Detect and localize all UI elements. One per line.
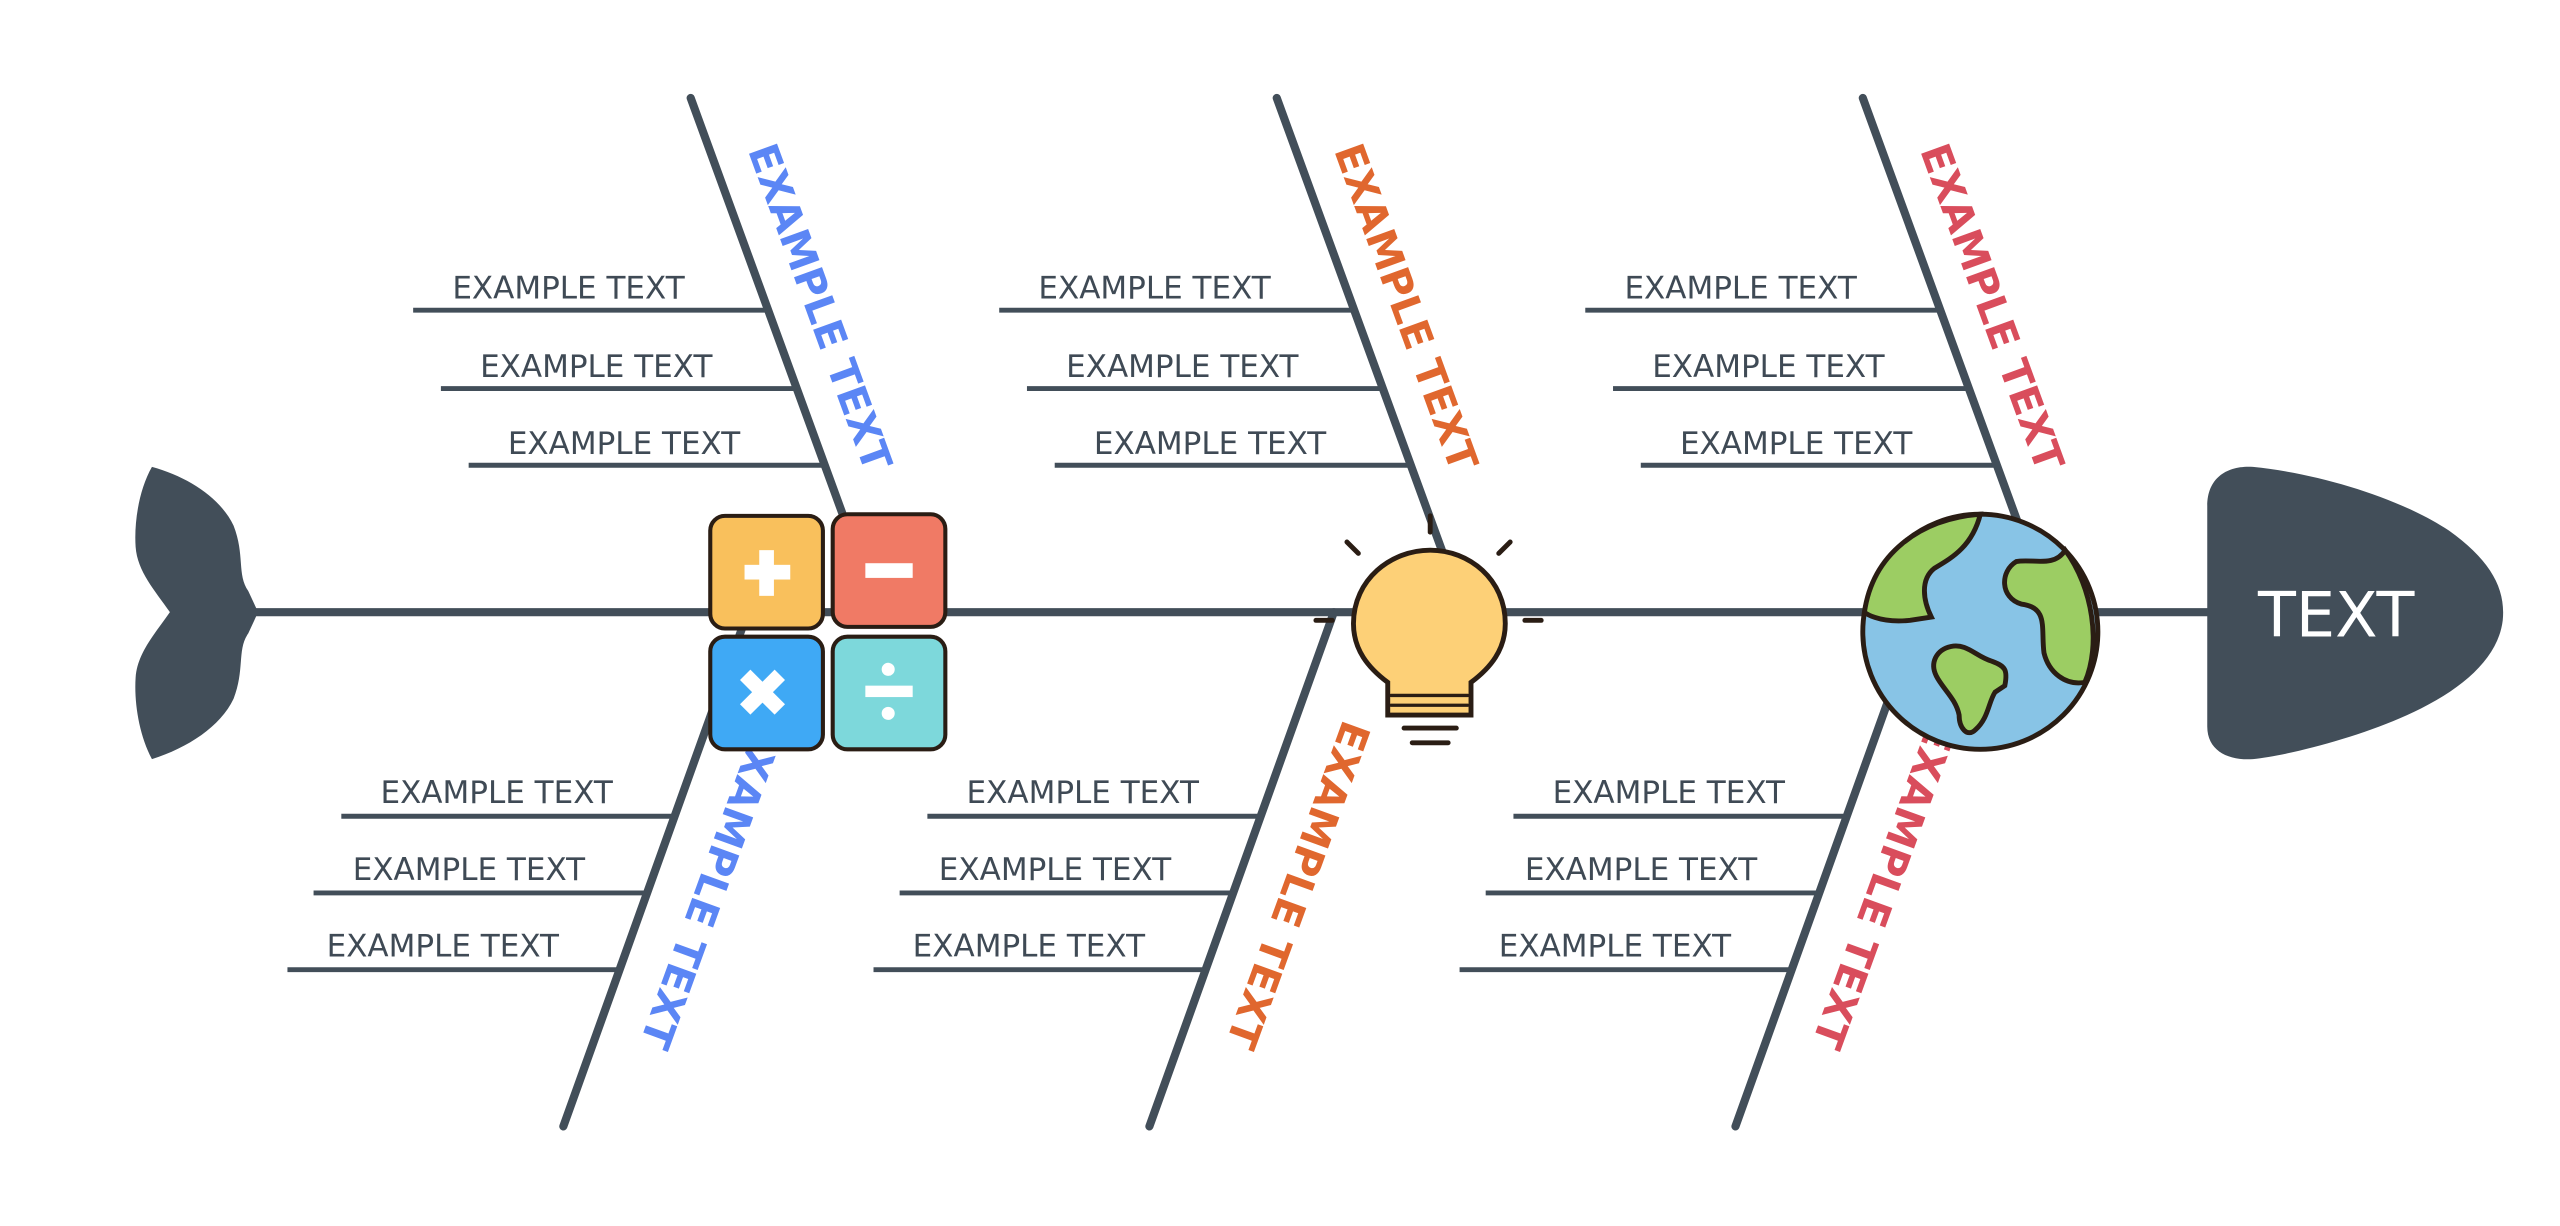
cause-text[interactable]: EXAMPLE TEXT	[380, 775, 613, 811]
cause-text[interactable]: EXAMPLE TEXT	[967, 775, 1200, 811]
cause-text[interactable]: EXAMPLE TEXT	[939, 852, 1172, 888]
cause-text[interactable]: EXAMPLE TEXT	[1094, 426, 1327, 462]
calculator-icon	[708, 512, 948, 752]
fish-head	[2207, 466, 2504, 760]
bone-label: EXAMPLE TEXT	[1802, 715, 1965, 1055]
bone-label: EXAMPLE TEXT	[630, 715, 793, 1055]
cause-text[interactable]: EXAMPLE TEXT	[1553, 775, 1786, 811]
cause-text[interactable]: EXAMPLE TEXT	[452, 271, 685, 307]
cause-text[interactable]: EXAMPLE TEXT	[508, 426, 741, 462]
globe-icon	[1860, 511, 2101, 752]
bone-bottom: EXAMPLE TEXT EXAMPLE TEXT EXAMPLE TEXT EXAM…	[873, 608, 1379, 1131]
cause-text[interactable]: EXAMPLE TEXT	[1499, 929, 1732, 965]
bone-line	[1272, 93, 1469, 617]
fish-tail	[135, 466, 259, 760]
cause-text[interactable]: EXAMPLE TEXT	[1066, 349, 1299, 385]
head-label: TEXT	[2257, 579, 2415, 652]
bone-line	[1145, 608, 1338, 1131]
cause-text[interactable]: EXAMPLE TEXT	[1680, 426, 1913, 462]
cause-text[interactable]: EXAMPLE TEXT	[1038, 271, 1271, 307]
cause-text[interactable]: EXAMPLE TEXT	[913, 929, 1146, 965]
cause-text[interactable]: EXAMPLE TEXT	[327, 929, 560, 965]
cause-text[interactable]: EXAMPLE TEXT	[1525, 852, 1758, 888]
cause-text[interactable]: EXAMPLE TEXT	[353, 852, 586, 888]
cause-text[interactable]: EXAMPLE TEXT	[1652, 349, 1885, 385]
lightbulb-icon	[1313, 513, 1544, 746]
cause-text[interactable]: EXAMPLE TEXT	[480, 349, 713, 385]
bone-label: EXAMPLE TEXT	[1216, 715, 1379, 1055]
cause-text[interactable]: EXAMPLE TEXT	[1624, 271, 1857, 307]
